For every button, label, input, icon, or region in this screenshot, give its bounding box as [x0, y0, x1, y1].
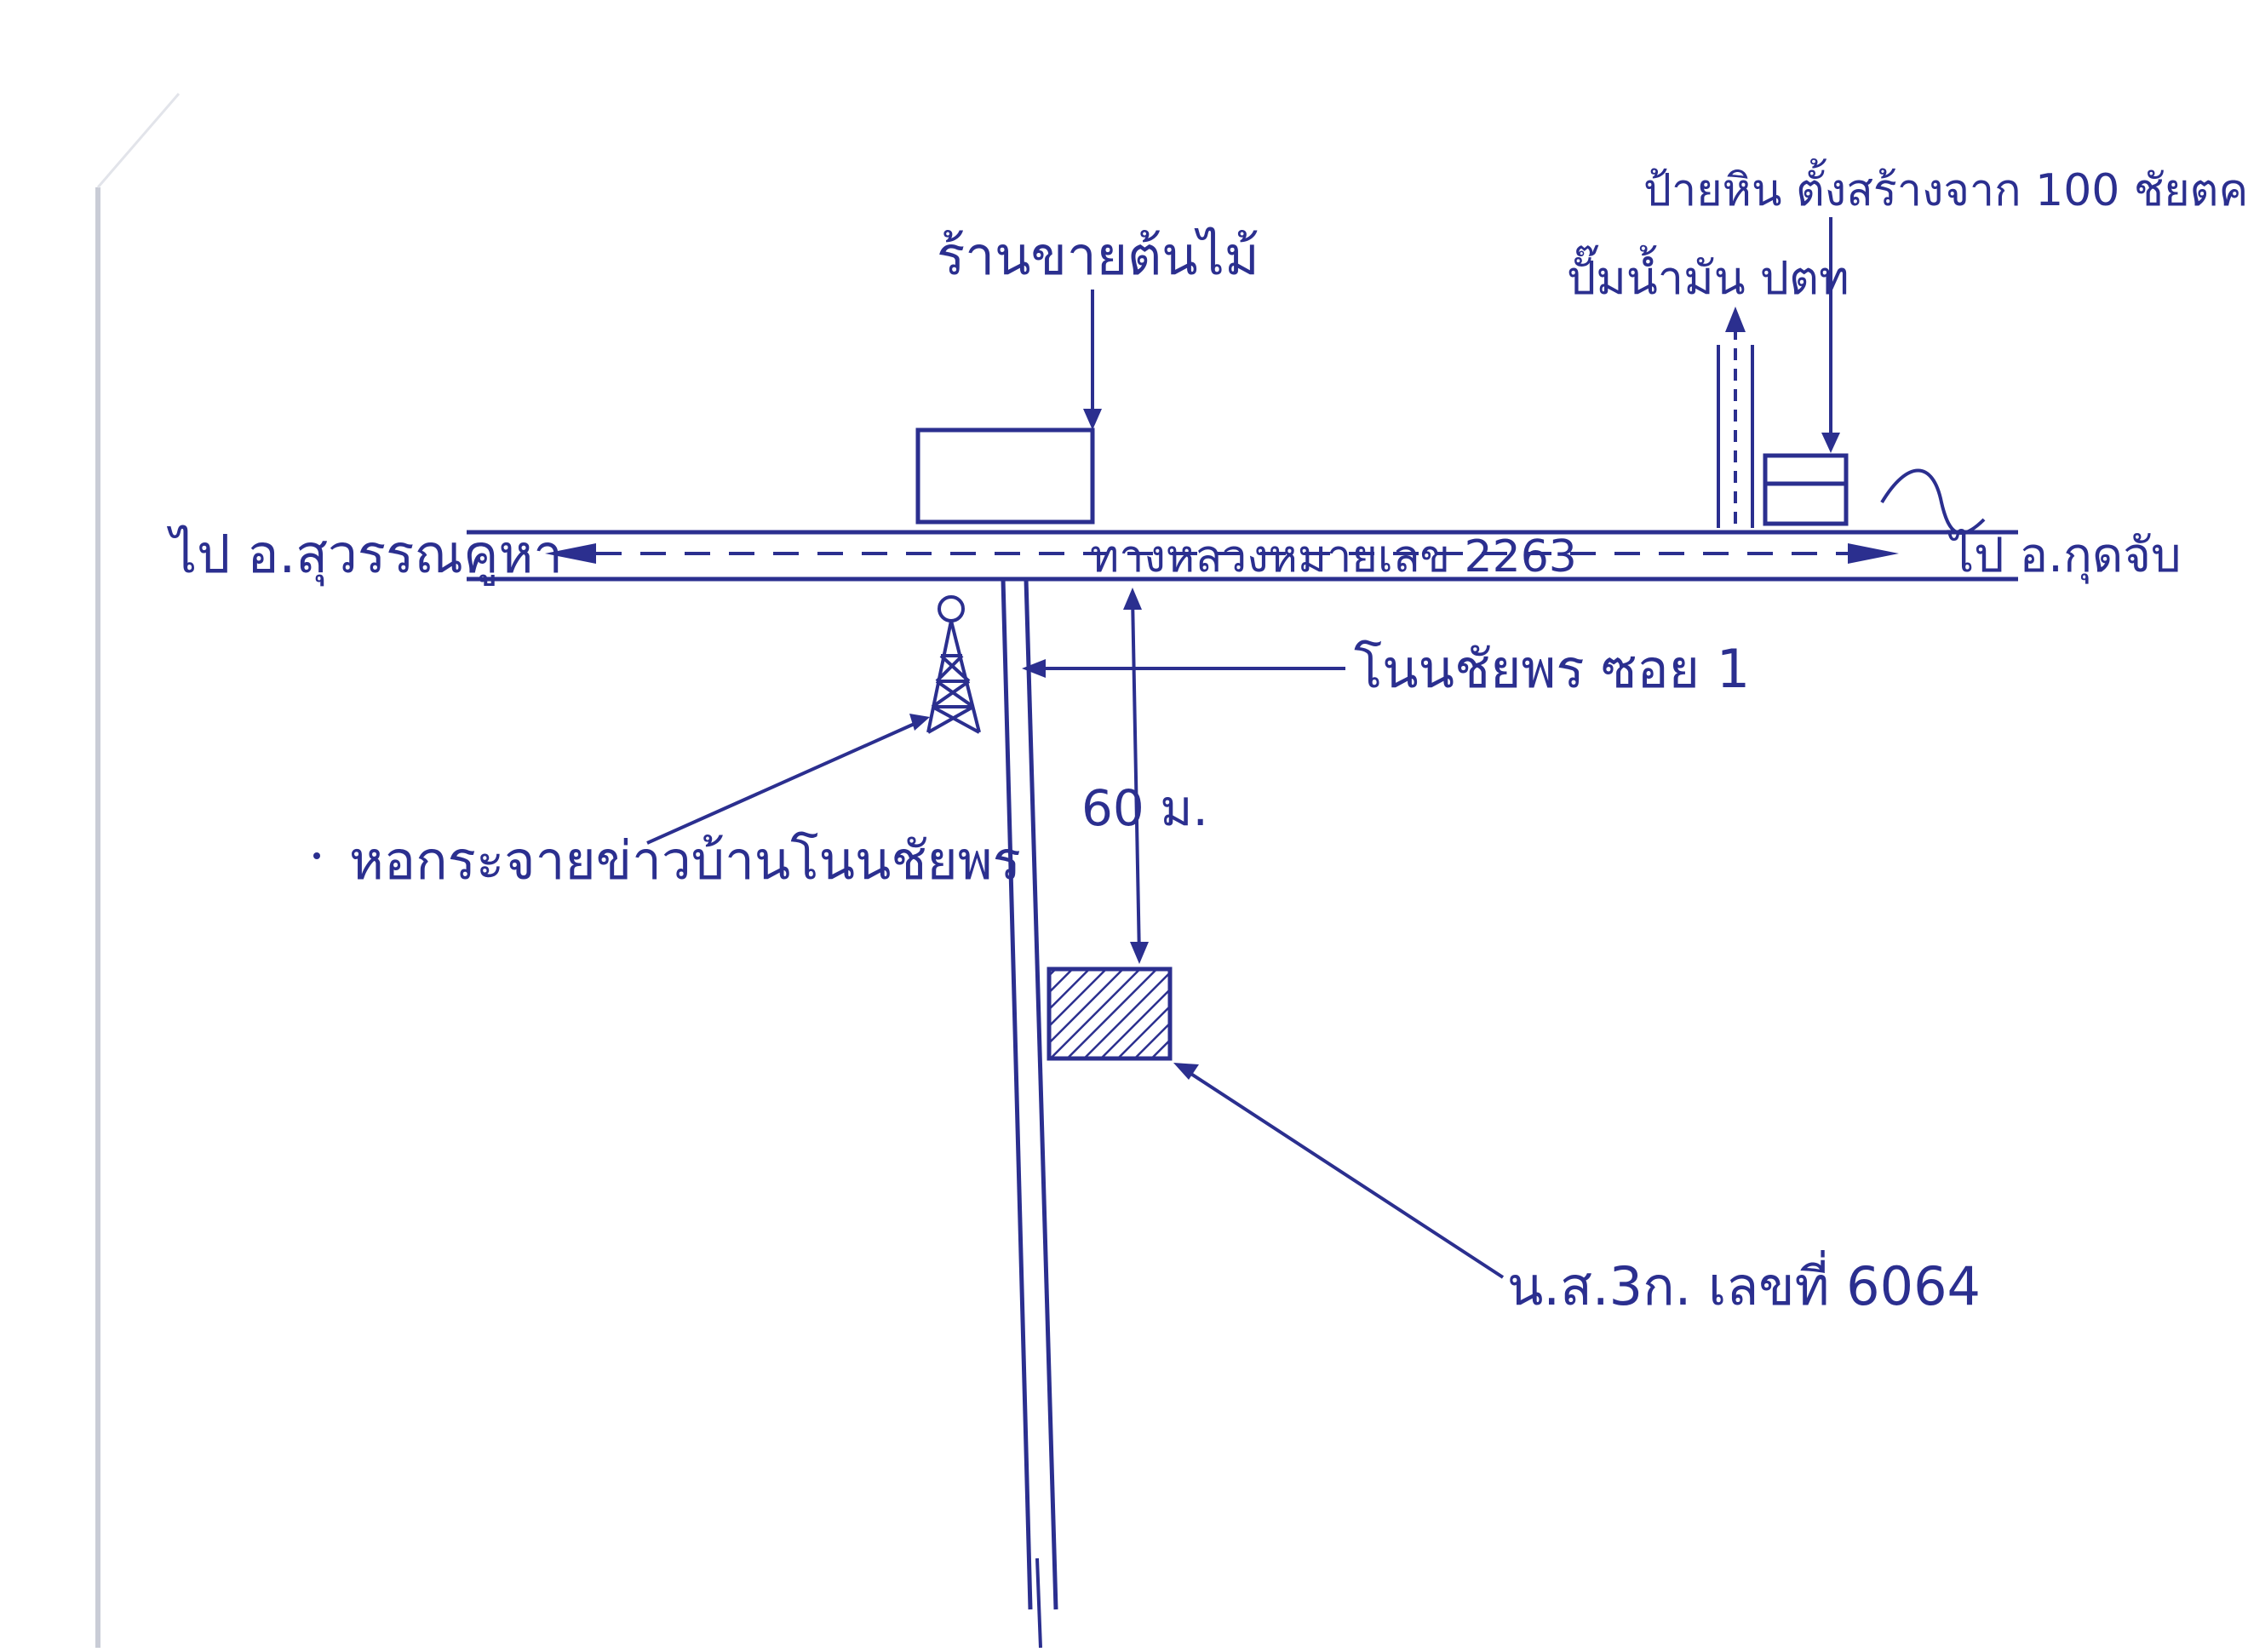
- west-arrow-icon: [545, 543, 596, 564]
- highway-label: ทางหลวงหมายเลข 2263: [1090, 531, 1577, 582]
- distance-line: [1131, 595, 1141, 959]
- side-road: [1001, 578, 1058, 1610]
- petrol-station-pole: [1717, 328, 1754, 528]
- land-parcel-label: น.ส.3ก. เลขที่ 6064: [1507, 1255, 1981, 1317]
- tree-shop-arrow-icon: [1083, 409, 1102, 430]
- distance-label: 60 ม.: [1081, 779, 1208, 837]
- land-parcel-arrow-icon: [1173, 1063, 1199, 1080]
- side-road-label: โนนชัยพร ซอย 1: [1354, 638, 1751, 700]
- side-road-stub: [1035, 1557, 1042, 1649]
- map-drawing: [95, 93, 2018, 1649]
- land-parcel-pointer: [1178, 1064, 1505, 1279]
- land-parcel-box: [1047, 967, 1173, 1061]
- tower-label: หอกระจายข่าวบ้านโนนชัยพร: [349, 829, 1021, 892]
- page-corner-line: [96, 93, 181, 188]
- highway-road: [467, 530, 2018, 582]
- to-west-label: ไป อ.สุวรรณคูหา: [170, 523, 564, 585]
- stray-dot: [313, 852, 320, 859]
- station-sign-label: ป้ายหิน ตั้งสร้างจาก 100 ชัยตค: [1643, 165, 2248, 216]
- broadcast-tower-icon: [926, 595, 981, 734]
- station-sign-arrow-icon: [1821, 433, 1840, 453]
- east-arrow-icon: [1848, 543, 1899, 564]
- side-road-arrow-icon: [1022, 659, 1046, 678]
- map-sheet: ไป อ.สุวรรณคูหา ไป อ.กุดจับ ทางหลวงหมายเ…: [95, 93, 2248, 1649]
- petrol-station-arrow-icon: [1725, 307, 1746, 332]
- east-squiggle: [1880, 468, 1986, 535]
- distance-arrow-down-icon: [1130, 942, 1149, 964]
- petrol-station-label: ปั๊มน้ำมัน ปตท: [1567, 251, 1849, 305]
- tree-shop-label: ร้านขายต้นไม้: [937, 225, 1259, 287]
- tower-pointer: [646, 718, 925, 845]
- station-sign-box: [1763, 453, 1849, 526]
- to-east-label: ไป อ.กุดจับ: [1950, 528, 2182, 583]
- tree-shop-box: [915, 427, 1095, 525]
- tower-arrow-icon: [909, 714, 930, 731]
- distance-arrow-up-icon: [1123, 588, 1142, 610]
